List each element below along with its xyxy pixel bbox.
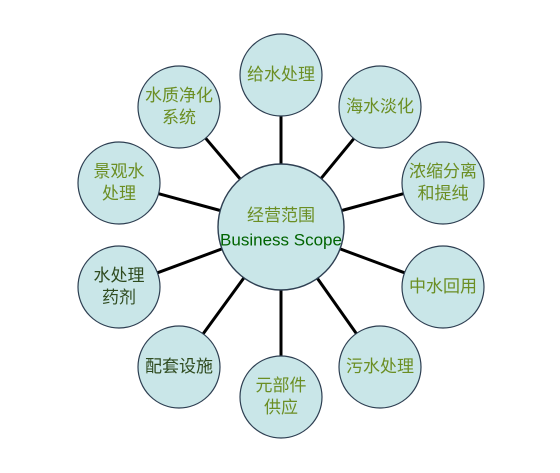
node-circle-landscape-water-treatment	[77, 141, 161, 225]
connector-water-purification-system	[204, 137, 242, 180]
connector-concentration-separation	[341, 192, 404, 212]
node-label-water-supply-treatment-line-1: 给水处理	[247, 65, 315, 85]
node-supporting-facilities: 配套设施	[137, 325, 221, 409]
node-label-component-supply-line-2: 供应	[264, 398, 298, 418]
node-label-water-treatment-chemicals-line-2: 药剂	[102, 288, 136, 308]
center-title-en: Business Scope	[220, 231, 342, 250]
node-label-component-supply-line-1: 元部件	[256, 376, 307, 396]
outer-nodes: 给水处理海水淡化浓缩分离和提纯中水回用污水处理元部件供应配套设施水处理药剂景观水…	[77, 33, 485, 439]
connector-supporting-facilities	[201, 277, 246, 335]
node-label-seawater-desalination-line-1: 海水淡化	[346, 97, 414, 117]
node-label-sewage-treatment-line-1: 污水处理	[346, 357, 414, 377]
connector-reclaimed-water-reuse	[339, 247, 406, 275]
connector-lines	[156, 116, 406, 356]
node-label-landscape-water-treatment-line-2: 处理	[102, 184, 136, 204]
connector-landscape-water-treatment	[158, 192, 221, 212]
center-node: 经营范围 Business Scope	[217, 163, 345, 291]
connector-seawater-desalination	[319, 137, 356, 180]
node-circle-water-treatment-chemicals	[77, 245, 161, 329]
node-label-landscape-water-treatment-line-1: 景观水	[94, 162, 145, 182]
connector-sewage-treatment	[316, 277, 358, 335]
node-circle-water-supply-treatment	[239, 33, 323, 117]
connector-water-treatment-chemicals	[156, 247, 223, 275]
node-label-supporting-facilities-line-1: 配套设施	[145, 357, 213, 377]
node-seawater-desalination: 海水淡化	[338, 65, 422, 149]
node-label-concentration-separation-line-1: 浓缩分离	[409, 162, 477, 182]
node-label-reclaimed-water-reuse-line-1: 中水回用	[409, 277, 477, 297]
node-reclaimed-water-reuse: 中水回用	[401, 245, 485, 329]
center-title-cn: 经营范围	[247, 206, 315, 226]
node-circle-seawater-desalination	[338, 65, 422, 149]
node-circle-water-purification-system	[137, 65, 221, 149]
node-label-concentration-separation-line-2: 和提纯	[418, 184, 469, 204]
node-label-water-purification-system-line-2: 系统	[162, 108, 196, 128]
node-label-water-treatment-chemicals-line-1: 水处理	[94, 266, 145, 286]
node-sewage-treatment: 污水处理	[338, 325, 422, 409]
node-circle-sewage-treatment	[338, 325, 422, 409]
node-circle-concentration-separation	[401, 141, 485, 225]
node-circle-supporting-facilities	[137, 325, 221, 409]
node-circle-reclaimed-water-reuse	[401, 245, 485, 329]
center-circle	[217, 163, 345, 291]
node-circle-component-supply	[239, 355, 323, 439]
node-label-water-purification-system-line-1: 水质净化	[145, 86, 213, 106]
node-water-supply-treatment: 给水处理	[239, 33, 323, 117]
